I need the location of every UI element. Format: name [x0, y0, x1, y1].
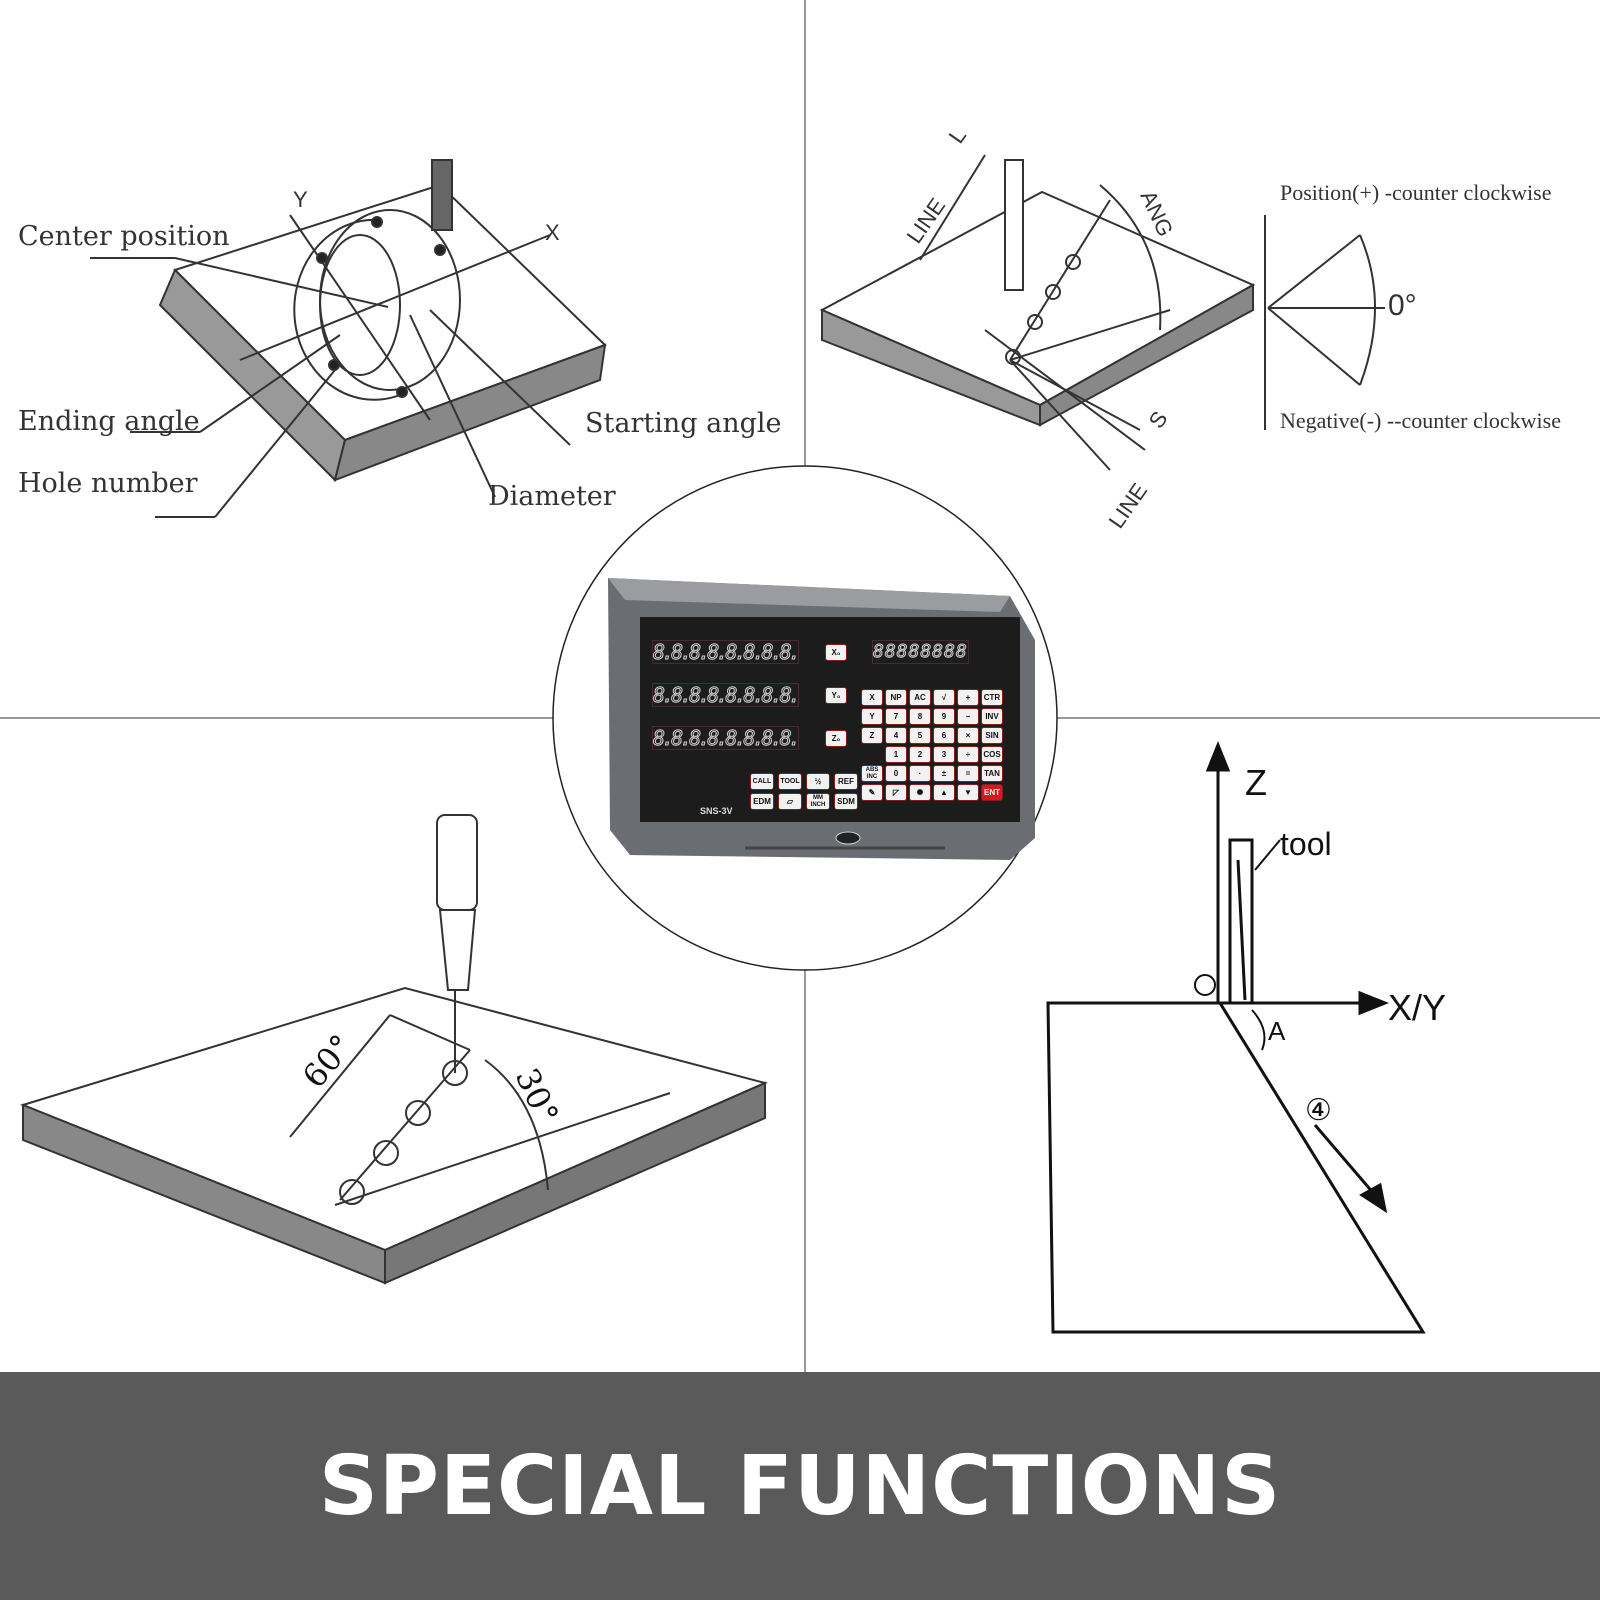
negative-direction-label: Negative(-) --counter clockwise [1280, 408, 1561, 433]
zero-degree-label: 0° [1388, 289, 1417, 322]
banner-title: SPECIAL FUNCTIONS [318, 1438, 1282, 1534]
slope-tool-diagram [1046, 740, 1426, 1334]
keypad-key[interactable]: ± [934, 766, 954, 781]
keypad-key[interactable]: = [958, 766, 978, 781]
keypad-key[interactable]: INV [982, 709, 1002, 724]
keypad-key[interactable]: X [862, 690, 882, 705]
function-key[interactable]: CALL [751, 774, 773, 789]
keypad-key[interactable]: √ [934, 690, 954, 705]
keypad-key[interactable]: 4 [886, 728, 906, 743]
keypad-key[interactable]: CTR [982, 690, 1002, 705]
l-label: L [944, 123, 972, 147]
keypad-key[interactable]: SIN [982, 728, 1002, 743]
keypad-key[interactable]: 3 [934, 747, 954, 762]
keypad-key[interactable]: + [958, 690, 978, 705]
function-key[interactable]: ½ [807, 774, 829, 789]
line-s-label: LINE [1104, 478, 1153, 532]
keypad-key[interactable]: COS [982, 747, 1002, 762]
diameter-label: Diameter [488, 481, 616, 512]
keypad-key[interactable]: Z [862, 728, 882, 743]
starting-angle-label: Starting angle [585, 408, 781, 439]
keypad-key[interactable]: 2 [910, 747, 930, 762]
function-key[interactable]: ▱ [779, 794, 801, 809]
ending-angle-label: Ending angle [18, 406, 200, 437]
x-axis-display: 8.8.8.8.8.8.8.8. [652, 640, 801, 664]
keypad-key[interactable]: Y [862, 709, 882, 724]
keypad-key[interactable]: · [910, 766, 930, 781]
keypad-key[interactable]: ✎ [862, 785, 882, 800]
keypad-key[interactable]: ◸ [886, 785, 906, 800]
keypad-key[interactable]: ABS INC [862, 766, 882, 781]
positive-direction-label: Position(+) -counter clockwise [1280, 180, 1551, 205]
keypad-key[interactable]: ▼ [958, 785, 978, 800]
message-display: 88888888 [872, 640, 969, 664]
angle-a-label: A [1268, 1016, 1286, 1046]
function-key[interactable]: REF [835, 774, 857, 789]
function-key[interactable]: MM INCH [807, 794, 829, 809]
keypad-key[interactable]: NP [886, 690, 906, 705]
xy-axis-label: X/Y [1388, 987, 1446, 1028]
keypad-key[interactable]: 0 [886, 766, 906, 781]
digital-readout-unit: 8.8.8.8.8.8.8.8. X₀ 8.8.8.8.8.8.8.8. Y₀ 8.8.… [600, 575, 1030, 865]
keypad-key[interactable]: ✺ [910, 785, 930, 800]
step-four-label: ④ [1305, 1094, 1332, 1127]
y-axis-label: Y [293, 187, 308, 212]
keypad-key[interactable]: 9 [934, 709, 954, 724]
model-label: SNS-3V [700, 806, 733, 816]
line-l-label: LINE [902, 193, 951, 247]
keypad-key[interactable]: 8 [910, 709, 930, 724]
keypad-key[interactable]: 7 [886, 709, 906, 724]
z-zero-key[interactable]: Z₀ [826, 731, 846, 746]
keypad-key[interactable]: AC [910, 690, 930, 705]
banner: SPECIAL FUNCTIONS [0, 1372, 1600, 1600]
keypad-key[interactable]: − [958, 709, 978, 724]
angled-line-holes-diagram [19, 814, 769, 1285]
tool-label: tool [1280, 826, 1332, 862]
center-position-label: Center position [18, 221, 230, 252]
line-hole-diagram [819, 154, 1385, 471]
s-label: S [1144, 406, 1173, 432]
function-key[interactable]: EDM [751, 794, 773, 809]
y-axis-display: 8.8.8.8.8.8.8.8. [652, 683, 801, 707]
x-zero-key[interactable]: X₀ [826, 645, 846, 660]
bolt-circle-diagram [90, 159, 607, 518]
keypad-key[interactable]: 6 [934, 728, 954, 743]
y-zero-key[interactable]: Y₀ [826, 688, 846, 703]
z-axis-label: Z [1245, 762, 1267, 803]
x-axis-label: X [545, 220, 560, 245]
keypad-key[interactable]: ENT [982, 785, 1002, 800]
ang-label: ANG [1135, 187, 1178, 241]
keypad-key[interactable]: 1 [886, 747, 906, 762]
hole-number-label: Hole number [18, 468, 198, 499]
keypad-key[interactable]: ▲ [934, 785, 954, 800]
function-key[interactable]: SDM [835, 794, 857, 809]
keypad-key[interactable]: ÷ [958, 747, 978, 762]
keypad-key[interactable]: × [958, 728, 978, 743]
function-key[interactable]: TOOL [779, 774, 801, 789]
keypad-key[interactable]: 5 [910, 728, 930, 743]
z-axis-display: 8.8.8.8.8.8.8.8. [652, 726, 801, 750]
keypad-key[interactable]: TAN [982, 766, 1002, 781]
